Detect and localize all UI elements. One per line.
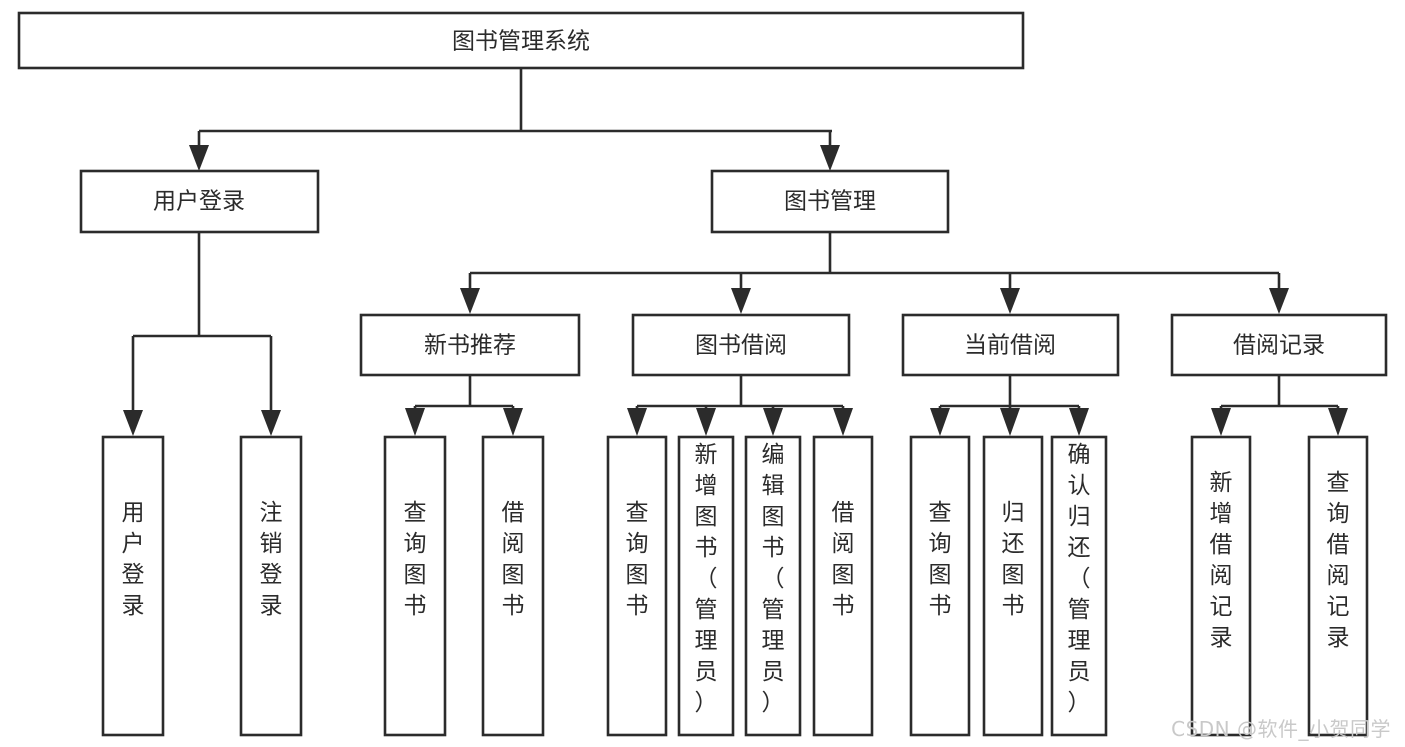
node-leaf-borrow-book-2-label: 借阅图书 [832,500,855,619]
node-leaf-return-book-label: 归还图书 [1002,500,1025,619]
node-leaf-query-book-3[interactable]: 查询图书 [909,435,971,737]
csdn-watermark: CSDN @软件_小贺同学 [1171,717,1391,741]
node-leaf-return-book[interactable]: 归还图书 [982,435,1044,737]
node-leaf-logout-label: 注销登录 [260,500,283,619]
arrowhead-to-new-book-recommend [460,288,480,314]
node-leaf-add-borrow-record-box[interactable] [1190,435,1252,737]
arrowhead-to-leaf-user-login [123,410,143,436]
node-leaf-add-book-admin-label: 新增图书（管理员） [695,442,718,716]
node-leaf-query-book-2[interactable]: 查询图书 [606,435,668,737]
node-new-book-recommend-label: 新书推荐 [424,333,516,359]
node-leaf-return-book-box[interactable] [982,435,1044,737]
node-user-login[interactable]: 用户登录 [79,169,320,234]
arrowhead-to-leaf-query-borrow-record [1328,408,1348,436]
node-leaf-query-book-2-label: 查询图书 [626,500,649,619]
node-leaf-add-borrow-record[interactable]: 新增借阅记录 [1190,435,1252,737]
node-leaf-edit-book-admin-box[interactable] [744,435,802,737]
node-root-box[interactable] [17,11,1025,70]
node-current-borrow[interactable]: 当前借阅 [901,313,1120,377]
edge-new-book-recommend-trunk [413,375,515,412]
node-leaf-logout[interactable]: 注销登录 [239,435,303,737]
edge-book-manage-trunk [468,232,1281,296]
arrowhead-to-leaf-query-book-2 [627,408,647,436]
node-current-borrow-label: 当前借阅 [964,333,1056,359]
node-current-borrow-box[interactable] [901,313,1120,377]
arrowhead-to-leaf-borrow-book-1 [503,408,523,436]
edge-borrow-record-trunk [1219,375,1340,412]
node-leaf-add-book-admin[interactable]: 新增图书（管理员） [677,435,735,737]
nodes-layer: 图书管理系统 用户登录 图书管理 新书推荐 图书借阅 当前借阅 借阅记录 [17,11,1388,737]
edge-user-login-trunk [131,232,273,412]
node-book-borrow-box[interactable] [631,313,851,377]
node-leaf-query-book-1-label: 查询图书 [404,500,427,619]
node-leaf-add-borrow-record-label: 新增借阅记录 [1210,470,1233,651]
node-borrow-record[interactable]: 借阅记录 [1170,313,1388,377]
edge-book-borrow-trunk [635,375,845,412]
node-book-manage-label: 图书管理 [784,189,876,215]
node-root[interactable]: 图书管理系统 [17,11,1025,70]
node-leaf-confirm-return-admin-box[interactable] [1050,435,1108,737]
arrowhead-to-current-borrow [1000,288,1020,314]
node-leaf-edit-book-admin[interactable]: 编辑图书（管理员） [744,435,802,737]
node-leaf-edit-book-admin-label: 编辑图书（管理员） [762,442,785,716]
node-book-manage[interactable]: 图书管理 [710,169,950,234]
edge-root-trunk [197,68,832,152]
arrowhead-to-leaf-confirm-return-admin [1069,408,1089,436]
node-user-login-label: 用户登录 [153,189,245,215]
node-user-login-box[interactable] [79,169,320,234]
arrowhead-to-book-borrow [731,288,751,314]
node-leaf-user-login-box[interactable] [101,435,165,737]
arrowhead-to-leaf-return-book [1000,408,1020,436]
node-leaf-user-login-label: 用户登录 [122,500,145,619]
node-borrow-record-box[interactable] [1170,313,1388,377]
node-borrow-record-label: 借阅记录 [1233,333,1325,359]
node-leaf-borrow-book-1-label: 借阅图书 [502,500,525,619]
arrowhead-to-leaf-add-borrow-record [1211,408,1231,436]
edges-layer [123,68,1348,436]
node-root-label: 图书管理系统 [452,29,590,55]
edge-current-borrow-trunk [938,375,1081,412]
node-leaf-borrow-book-2-box[interactable] [812,435,874,737]
node-leaf-query-book-1[interactable]: 查询图书 [383,435,447,737]
node-leaf-borrow-book-2[interactable]: 借阅图书 [812,435,874,737]
arrowhead-to-leaf-borrow-book-2 [833,408,853,436]
node-new-book-recommend[interactable]: 新书推荐 [359,313,581,377]
node-leaf-user-login[interactable]: 用户登录 [101,435,165,737]
node-leaf-query-borrow-record[interactable]: 查询借阅记录 [1307,435,1369,737]
arrowhead-to-leaf-add-book-admin [696,408,716,436]
arrowhead-to-leaf-edit-book-admin [763,408,783,436]
arrowhead-to-leaf-query-book-3 [930,408,950,436]
node-book-borrow[interactable]: 图书借阅 [631,313,851,377]
arrowhead-to-user-login [189,145,209,171]
node-leaf-add-book-admin-box[interactable] [677,435,735,737]
node-leaf-borrow-book-1-box[interactable] [481,435,545,737]
node-book-borrow-label: 图书借阅 [695,333,787,359]
node-leaf-query-borrow-record-label: 查询借阅记录 [1327,470,1350,651]
arrowhead-to-borrow-record [1269,288,1289,314]
node-leaf-query-book-3-label: 查询图书 [929,500,952,619]
node-leaf-query-book-2-box[interactable] [606,435,668,737]
node-leaf-query-book-1-box[interactable] [383,435,447,737]
node-leaf-borrow-book-1[interactable]: 借阅图书 [481,435,545,737]
node-leaf-query-borrow-record-box[interactable] [1307,435,1369,737]
node-leaf-logout-box[interactable] [239,435,303,737]
node-leaf-confirm-return-admin[interactable]: 确认归还（管理员） [1050,435,1108,737]
node-leaf-confirm-return-admin-label: 确认归还（管理员） [1068,442,1091,716]
node-book-manage-box[interactable] [710,169,950,234]
arrowhead-to-leaf-logout [261,410,281,436]
arrowhead-to-leaf-query-book-1 [405,408,425,436]
node-leaf-query-book-3-box[interactable] [909,435,971,737]
node-new-book-recommend-box[interactable] [359,313,581,377]
arrowhead-to-book-manage [820,145,840,171]
